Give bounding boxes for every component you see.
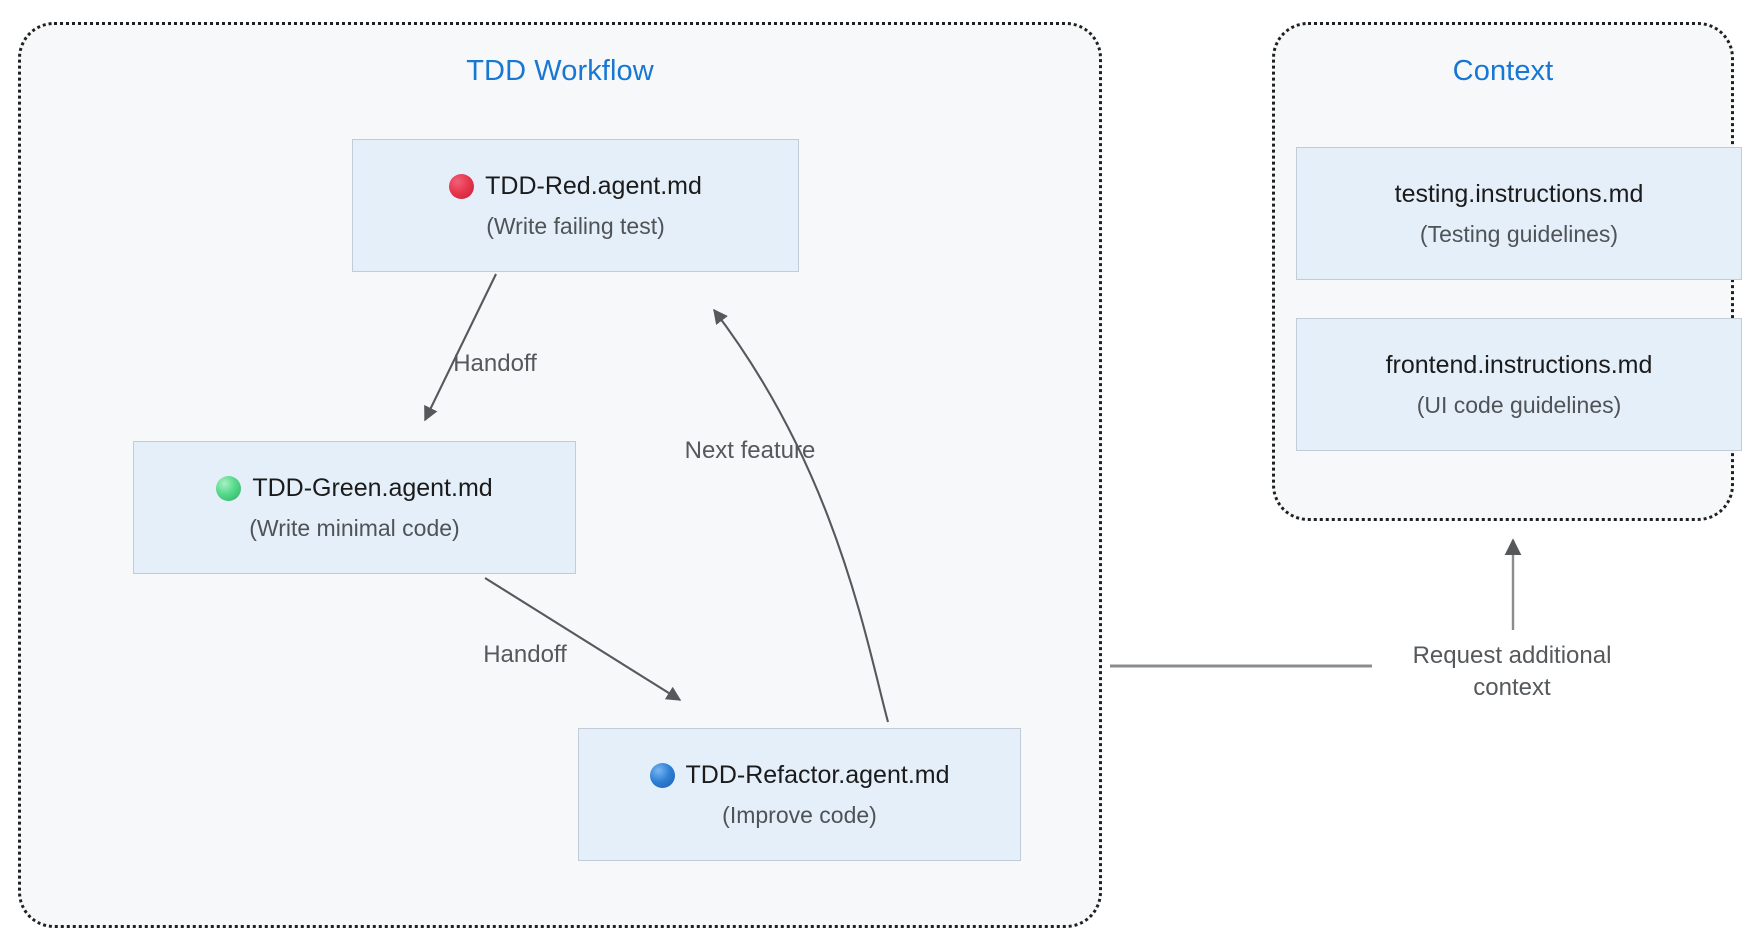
- blue-circle-icon: [649, 762, 675, 788]
- node-tdd-green[interactable]: TDD-Green.agent.md (Write minimal code): [133, 441, 576, 574]
- node-tdd-refactor-title-text: TDD-Refactor.agent.md: [685, 760, 950, 789]
- edge-label-handoff-2: Handoff: [483, 641, 567, 668]
- subgraph-title-context: Context: [1452, 55, 1554, 87]
- node-tdd-green-subtitle: (Write minimal code): [249, 514, 460, 541]
- green-circle-icon: [216, 475, 242, 501]
- node-tdd-red-subtitle: (Write failing test): [486, 212, 665, 239]
- edge-label-handoff-1: Handoff: [453, 350, 537, 377]
- red-circle-icon: [449, 173, 475, 199]
- node-frontend-instructions-title: frontend.instructions.md: [1385, 350, 1653, 379]
- node-testing-instructions[interactable]: testing.instructions.md (Testing guideli…: [1296, 147, 1742, 280]
- node-tdd-refactor-title: TDD-Refactor.agent.md: [649, 760, 950, 791]
- edge-label-request-context-line1: Request additional: [1412, 642, 1612, 669]
- node-testing-instructions-title: testing.instructions.md: [1394, 179, 1644, 208]
- edge-label-next-feature: Next feature: [684, 437, 816, 464]
- node-frontend-instructions-subtitle: (UI code guidelines): [1416, 391, 1622, 418]
- subgraph-title-tdd-workflow: TDD Workflow: [466, 55, 654, 87]
- edge-label-request-context-line2: context: [1473, 673, 1551, 701]
- node-tdd-red-title-text: TDD-Red.agent.md: [485, 171, 702, 200]
- node-testing-instructions-subtitle: (Testing guidelines): [1419, 220, 1619, 247]
- edge-label-request-context: Request additional context: [1332, 640, 1692, 703]
- node-tdd-refactor[interactable]: TDD-Refactor.agent.md (Improve code): [578, 728, 1021, 861]
- node-frontend-instructions[interactable]: frontend.instructions.md (UI code guidel…: [1296, 318, 1742, 451]
- node-tdd-green-title-text: TDD-Green.agent.md: [252, 473, 493, 502]
- node-tdd-refactor-subtitle: (Improve code): [722, 801, 877, 828]
- node-tdd-red-title: TDD-Red.agent.md: [449, 171, 702, 202]
- node-tdd-red[interactable]: TDD-Red.agent.md (Write failing test): [352, 139, 799, 272]
- node-tdd-green-title: TDD-Green.agent.md: [216, 473, 493, 504]
